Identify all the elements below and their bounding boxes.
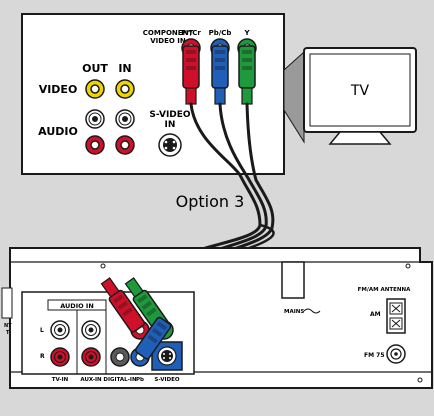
- tv-component-plugs: [182, 45, 256, 105]
- audio-left-out-jack: [85, 109, 105, 129]
- tv-panel-body: [21, 13, 285, 175]
- pb-cb-label: Pb/Cb: [209, 29, 232, 37]
- left-channel-label: L: [40, 327, 44, 334]
- tv-icon: TV: [283, 47, 417, 145]
- tv-in-left-jack: [50, 320, 70, 340]
- tv-in-label: TV-IN: [52, 377, 69, 383]
- y-label: Y: [243, 29, 250, 37]
- option-label: Option 3: [176, 192, 245, 211]
- player-pb-label: Pb: [136, 377, 144, 383]
- am-antenna-terminal: [386, 298, 406, 334]
- audio-left-in-jack: [115, 109, 135, 129]
- audio-label: AUDIO: [38, 125, 78, 138]
- fm-label: FM 75 Ω: [364, 352, 392, 359]
- tv-green-plug: [238, 45, 256, 105]
- tv-in-right-jack: [50, 347, 70, 367]
- antenna-label: FM/AM ANTENNA: [358, 287, 411, 293]
- ac-wave-icon: [303, 308, 321, 314]
- player-red-plug: [100, 277, 145, 333]
- component-label-line1: COMPONENT: [143, 29, 194, 37]
- aux-in-right-jack: [81, 347, 101, 367]
- out-label: OUT: [82, 62, 108, 75]
- mains-socket: [281, 261, 305, 299]
- aux-in-label: AUX-IN: [80, 377, 102, 383]
- component-label-line2: VIDEO IN: [150, 37, 186, 45]
- video-in-jack: [115, 79, 135, 99]
- digital-in-label: DIGITAL-IN: [103, 377, 137, 383]
- mains-label: MAINS: [284, 309, 304, 315]
- tv-blue-plug: [211, 45, 229, 105]
- tv-stand: [328, 131, 392, 145]
- video-out-jack: [85, 79, 105, 99]
- audio-right-in-jack: [115, 135, 135, 155]
- svideo-label-line1: S-VIDEO: [149, 110, 190, 120]
- player-component-plugs: [100, 277, 172, 360]
- player-back-panel: NT T AUDIO IN L R: [1, 247, 433, 389]
- audio-right-out-jack: [85, 135, 105, 155]
- edge-label-2: T: [6, 330, 10, 336]
- fm-antenna-jack: [386, 344, 406, 364]
- in-label: IN: [118, 62, 131, 75]
- am-label: AM: [370, 311, 381, 318]
- player-svideo-label: S-VIDEO: [154, 377, 179, 383]
- tv-label: TV: [350, 83, 370, 99]
- svideo-in-jack: [158, 133, 182, 157]
- player-blue-plug: [135, 316, 172, 360]
- digital-in-jack: [110, 347, 130, 367]
- right-channel-label: R: [40, 353, 45, 360]
- svideo-label-line2: IN: [165, 120, 176, 130]
- aux-in-left-jack: [81, 320, 101, 340]
- pr-cr-label: Pr/Cr: [181, 29, 201, 37]
- audio-in-label: AUDIO IN: [60, 302, 94, 310]
- edge-label-1: NT: [4, 323, 12, 329]
- video-label: VIDEO: [39, 83, 78, 96]
- tv-back-panel: COMPONENT VIDEO IN Pr/Cr Pb/Cb Y OUT IN …: [21, 13, 285, 175]
